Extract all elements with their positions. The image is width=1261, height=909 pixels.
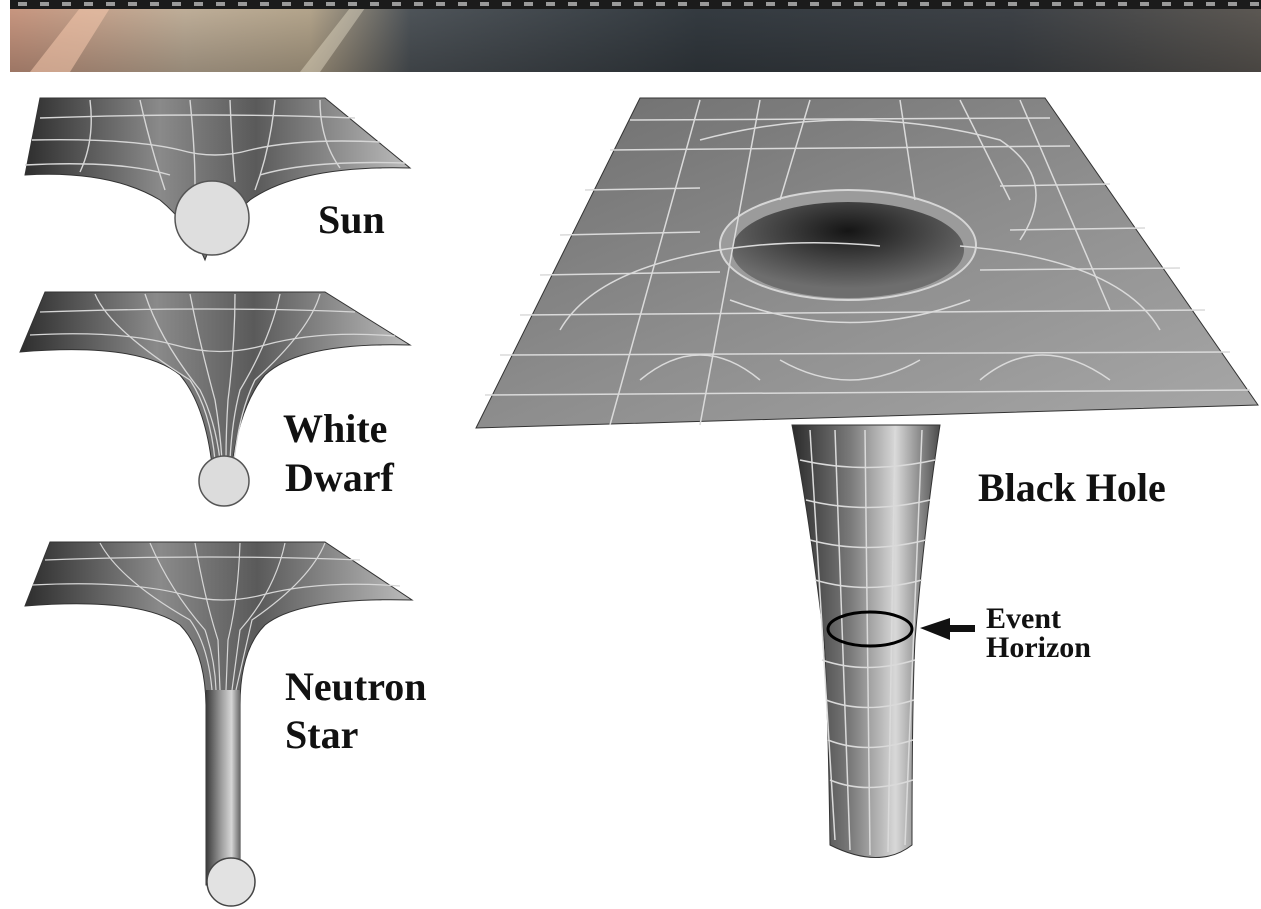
- film-strip-dot: [1074, 2, 1083, 6]
- film-strip-dot: [1162, 2, 1171, 6]
- white-dwarf-body: [199, 456, 249, 506]
- film-strip-dot: [194, 2, 203, 6]
- film-strip-dot: [1140, 2, 1149, 6]
- film-strip-dot: [238, 2, 247, 6]
- film-strip-dot: [84, 2, 93, 6]
- film-strip-dot: [216, 2, 225, 6]
- film-strip-dot: [986, 2, 995, 6]
- sun-body: [175, 181, 249, 255]
- film-strip-dot: [1118, 2, 1127, 6]
- film-strip-dot: [304, 2, 313, 6]
- film-strip-dot: [62, 2, 71, 6]
- film-strip-dot: [260, 2, 269, 6]
- film-strip-dot: [1250, 2, 1259, 6]
- film-strip-dot: [1052, 2, 1061, 6]
- sun-label: Sun: [318, 197, 385, 243]
- film-strip-dot: [590, 2, 599, 6]
- film-strip-dot: [348, 2, 357, 6]
- film-strip-dot: [1008, 2, 1017, 6]
- film-strip-dot: [150, 2, 159, 6]
- film-strip-dot: [964, 2, 973, 6]
- neutron-star-label-line2: Star: [285, 712, 358, 758]
- film-strip-dot: [722, 2, 731, 6]
- film-strip-dot: [612, 2, 621, 6]
- film-strip-dot: [744, 2, 753, 6]
- film-strip-dot: [1184, 2, 1193, 6]
- film-strip-dot: [656, 2, 665, 6]
- film-strip-dot: [832, 2, 841, 6]
- film-strip-dot: [458, 2, 467, 6]
- film-strip-dot: [634, 2, 643, 6]
- film-strip-dot: [942, 2, 951, 6]
- film-strip-dot: [128, 2, 137, 6]
- event-horizon-arrow-icon: [920, 618, 975, 640]
- header-banner: [0, 0, 1261, 72]
- film-strip-dot: [876, 2, 885, 6]
- white-dwarf-label-line2: Dwarf: [285, 455, 394, 501]
- white-dwarf-label-line1: White: [283, 406, 387, 452]
- film-strip-dot: [282, 2, 291, 6]
- film-strip-dot: [370, 2, 379, 6]
- neutron-star-body: [207, 858, 255, 906]
- film-strip-dot: [40, 2, 49, 6]
- black-hole-label: Black Hole: [978, 465, 1166, 511]
- film-strip-dot: [1228, 2, 1237, 6]
- film-strip-dot: [766, 2, 775, 6]
- film-strip-dot: [1096, 2, 1105, 6]
- neutron-star-tube: [206, 690, 240, 885]
- event-horizon-label-line2: Horizon: [986, 633, 1091, 662]
- film-strip-dot: [810, 2, 819, 6]
- film-strip-dot: [414, 2, 423, 6]
- film-strip-dot: [18, 2, 27, 6]
- black-hole-opening: [732, 202, 964, 298]
- film-strip-dot: [788, 2, 797, 6]
- neutron-star-label-line1: Neutron: [285, 664, 426, 710]
- film-strip-dot: [106, 2, 115, 6]
- film-strip-dot: [546, 2, 555, 6]
- film-strip-dot: [568, 2, 577, 6]
- film-strip-dot: [392, 2, 401, 6]
- film-strip-dot: [898, 2, 907, 6]
- film-strip-dot: [480, 2, 489, 6]
- film-strip-dot: [502, 2, 511, 6]
- film-strip-dot: [700, 2, 709, 6]
- film-strip-dot: [172, 2, 181, 6]
- film-strip-dot: [436, 2, 445, 6]
- film-strip-dot: [678, 2, 687, 6]
- film-strip-dot: [1030, 2, 1039, 6]
- film-strip-dot: [854, 2, 863, 6]
- event-horizon-label-line1: Event: [986, 604, 1061, 633]
- film-strip-dot: [920, 2, 929, 6]
- film-strip-dot: [524, 2, 533, 6]
- film-strip-dot: [326, 2, 335, 6]
- film-strip-dot: [1206, 2, 1215, 6]
